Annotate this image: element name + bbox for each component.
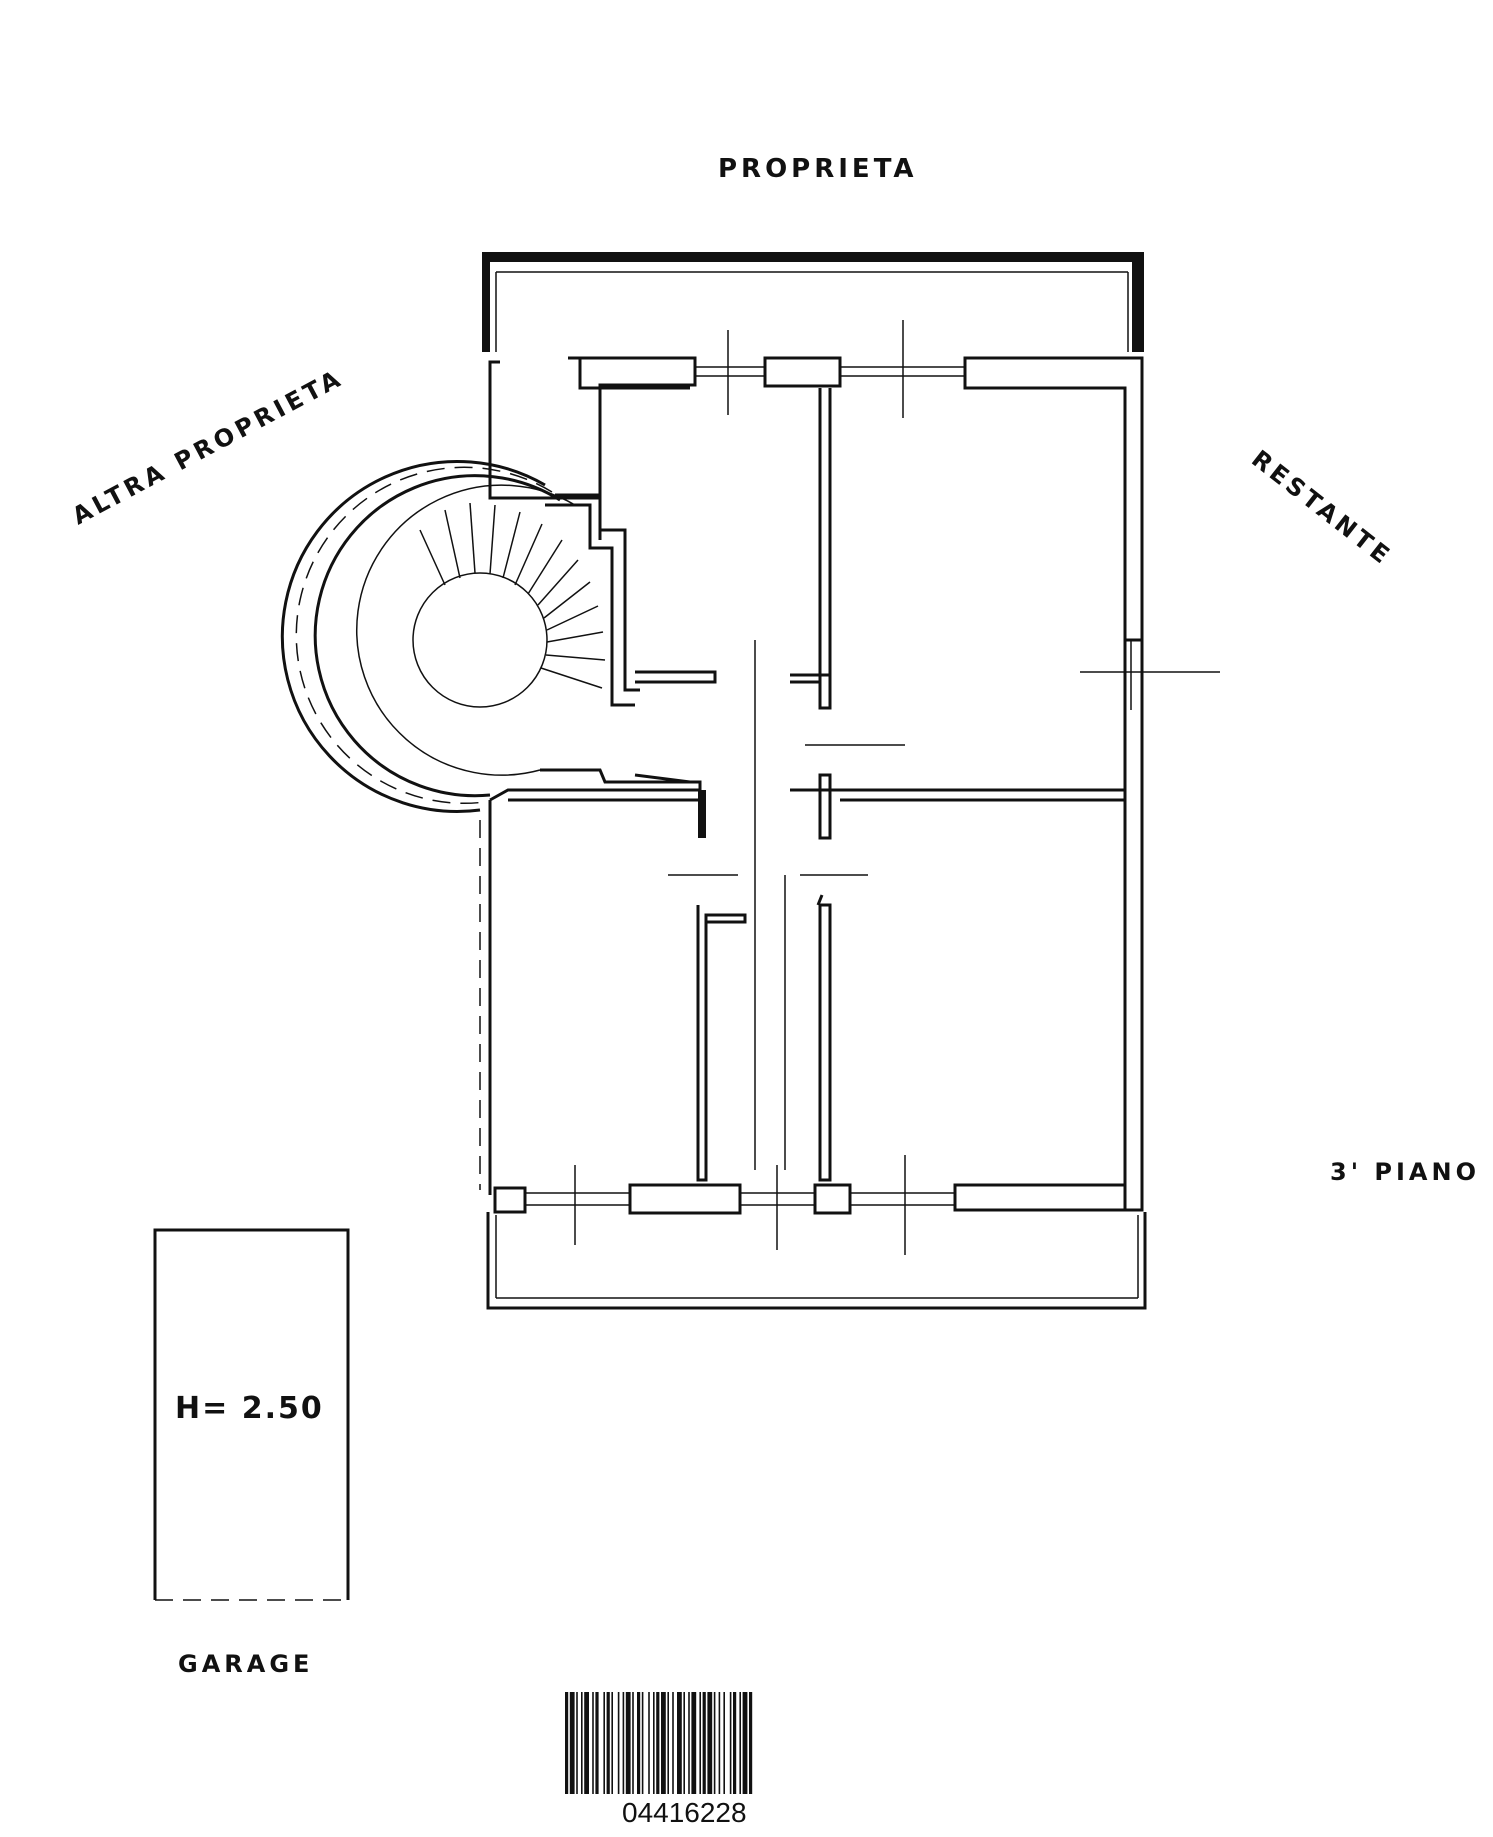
barcode-bar <box>739 1692 741 1794</box>
barcode-bar <box>702 1692 706 1794</box>
barcode-number: 04416228 <box>622 1797 747 1828</box>
barcode-bar <box>632 1692 634 1794</box>
barcode-bar <box>617 1692 620 1794</box>
barcode-bar <box>718 1692 721 1794</box>
barcode-bar <box>672 1692 674 1794</box>
bottom-balcony <box>486 1212 1147 1310</box>
barcode-bar <box>622 1692 625 1794</box>
barcode-bar <box>611 1692 613 1794</box>
barcode <box>565 1692 753 1794</box>
label-right: RESTANTE <box>1246 445 1397 572</box>
barcode-bar <box>653 1692 655 1794</box>
barcode-bar <box>691 1692 697 1794</box>
barcode-bar <box>565 1692 569 1794</box>
barcode-bar <box>569 1692 575 1794</box>
barcode-bar <box>749 1692 753 1794</box>
barcode-bar <box>606 1692 610 1794</box>
barcode-bar <box>625 1692 631 1794</box>
barcode-bar <box>603 1692 605 1794</box>
barcode-bar <box>699 1692 701 1794</box>
barcode-bar <box>592 1692 594 1794</box>
barcode-bar <box>707 1692 713 1794</box>
barcode-bar <box>667 1692 669 1794</box>
label-left: ALTRA PROPRIETA <box>68 364 348 531</box>
label-garage-height: H= 2.50 <box>175 1391 324 1426</box>
barcode-bar <box>641 1692 644 1794</box>
garage-outline <box>153 1228 350 1601</box>
interior-walls <box>489 388 1127 1182</box>
barcode-bar <box>595 1692 599 1794</box>
barcode-bar <box>637 1692 641 1794</box>
barcode-bar <box>723 1692 725 1794</box>
barcode-bar <box>576 1692 578 1794</box>
barcode-bar <box>688 1692 690 1794</box>
barcode-bar <box>713 1692 716 1794</box>
label-floor: 3' PIANO <box>1330 1158 1480 1186</box>
barcode-bar <box>733 1692 737 1794</box>
barcode-bar <box>729 1692 732 1794</box>
barcode-bar <box>648 1692 650 1794</box>
outer-walls <box>479 356 1144 1215</box>
label-top: PROPRIETA <box>718 154 918 184</box>
barcode-bar <box>661 1692 666 1794</box>
label-garage: GARAGE <box>178 1650 313 1678</box>
barcode-bar <box>581 1692 583 1794</box>
top-terrace <box>482 252 1144 352</box>
barcode-bar <box>683 1692 685 1794</box>
barcode-bar <box>584 1692 589 1794</box>
barcode-bar <box>677 1692 682 1794</box>
barcode-bar <box>742 1692 748 1794</box>
axis-lines <box>574 320 1220 1255</box>
barcode-bar <box>656 1692 660 1794</box>
spiral-staircase <box>280 460 700 813</box>
